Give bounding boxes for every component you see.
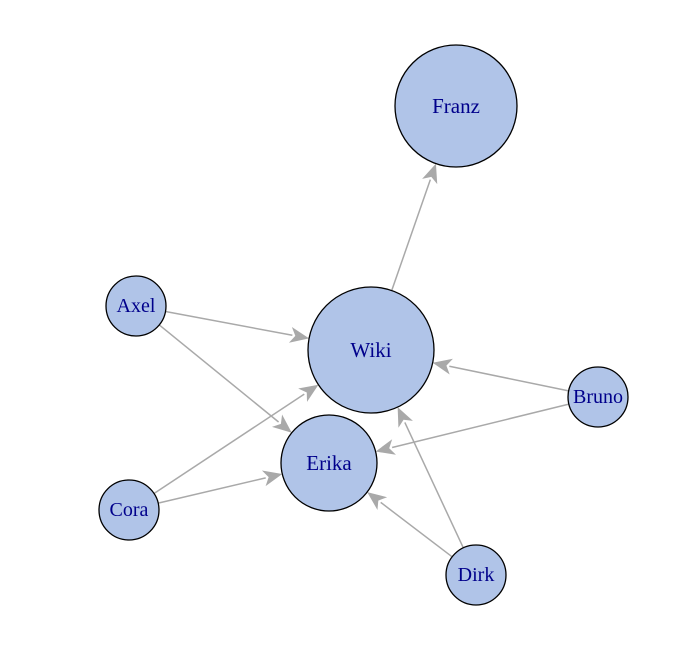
node-cora: Cora (98, 479, 160, 541)
node-label-erika: Erika (306, 451, 352, 475)
node-bruno: Bruno (567, 366, 629, 428)
node-circle-franz (394, 44, 518, 168)
edge-dirk-to-erika (380, 501, 453, 558)
arrowhead-bruno-to-wiki (432, 358, 453, 375)
node-circle-wiki (307, 286, 435, 414)
node-label-wiki: Wiki (350, 338, 391, 362)
arrowhead-dirk-to-erika (367, 492, 388, 510)
arrowhead-bruno-to-erika (375, 439, 396, 455)
node-label-bruno: Bruno (573, 386, 623, 408)
node-franz: Franz (394, 44, 518, 168)
arrowhead-axel-to-wiki (288, 327, 310, 343)
node-axel: Axel (105, 275, 167, 337)
node-label-axel: Axel (117, 295, 156, 317)
arrowhead-cora-to-wiki (298, 384, 319, 402)
node-circle-axel (105, 275, 167, 337)
edge-axel-to-wiki (165, 310, 293, 337)
node-wiki: Wiki (307, 286, 435, 414)
node-circle-cora (98, 479, 160, 541)
edges-layer (153, 163, 570, 558)
edge-cora-to-erika (158, 477, 266, 504)
node-circle-erika (280, 414, 378, 512)
node-dirk: Dirk (445, 544, 507, 606)
node-circle-dirk (445, 544, 507, 606)
edge-wiki-to-franz (391, 179, 432, 291)
arrowhead-cora-to-erika (261, 470, 283, 487)
edge-bruno-to-erika (391, 403, 570, 449)
edge-cora-to-wiki (153, 393, 305, 495)
edge-dirk-to-wiki (404, 422, 464, 549)
arrowhead-axel-to-erika (271, 414, 292, 433)
edge-bruno-to-wiki (449, 365, 569, 392)
node-label-dirk: Dirk (458, 564, 495, 586)
node-circle-bruno (567, 366, 629, 428)
node-label-franz: Franz (432, 94, 480, 118)
node-erika: Erika (280, 414, 378, 512)
edge-axel-to-erika (158, 324, 280, 423)
node-label-cora: Cora (110, 499, 149, 521)
arrowhead-wiki-to-franz (422, 163, 438, 185)
arrowhead-dirk-to-wiki (397, 407, 413, 428)
